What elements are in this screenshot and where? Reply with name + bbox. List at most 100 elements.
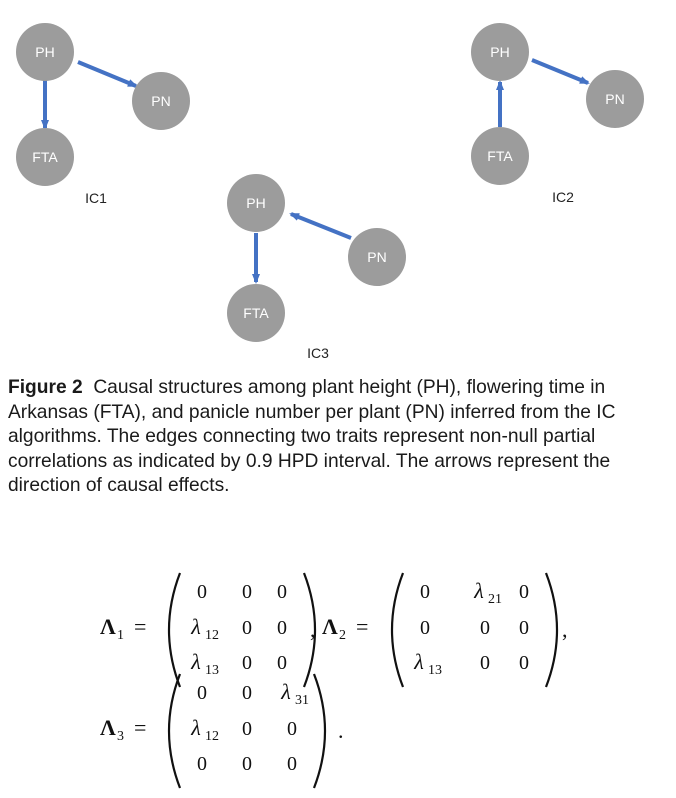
matrix-entry: 0	[277, 652, 287, 674]
matrix-entry: 0	[277, 617, 287, 639]
ic1-diagram: PH PN FTA IC1	[16, 23, 190, 206]
lambda-subscript: 13	[428, 663, 442, 678]
ic3-node-fta: FTA	[227, 284, 285, 342]
matrix-entry: 0	[480, 617, 490, 639]
ic3-label: IC3	[307, 345, 329, 361]
causal-diagrams: PH PN FTA IC1 PH PN FTA IC2	[16, 23, 644, 361]
ic1-node-fta: FTA	[16, 128, 74, 186]
lambda-matrix-symbol: Λ	[100, 614, 116, 639]
matrix-zero: 0	[242, 617, 252, 639]
matrix-entry: 0	[420, 581, 430, 603]
left-paren	[167, 673, 182, 789]
matrix-zero: 0	[277, 581, 287, 603]
matrix-zero: 0	[420, 581, 430, 603]
lambda-symbol: λ	[280, 679, 291, 704]
left-paren	[167, 572, 182, 688]
matrix-zero: 0	[277, 652, 287, 674]
matrix-zero: 0	[287, 718, 297, 740]
matrix-entry: λ 31	[280, 679, 309, 708]
node-label: PN	[367, 249, 386, 265]
matrix-entry: 0	[287, 718, 297, 740]
matrix-zero: 0	[242, 718, 252, 740]
ic1-node-pn: PN	[132, 72, 190, 130]
matrix-entry: 0	[242, 581, 252, 603]
matrix-zero: 0	[197, 682, 207, 704]
matrix-zero: 0	[519, 652, 529, 674]
lambda-symbol: λ	[473, 578, 484, 603]
matrix-entry: 0	[242, 652, 252, 674]
lambda-symbol: λ	[190, 715, 201, 740]
ic1-node-ph: PH	[16, 23, 74, 81]
matrix-zero: 0	[242, 652, 252, 674]
node-label: PH	[35, 44, 54, 60]
node-label: PH	[246, 195, 265, 211]
lambda-subscript: 31	[295, 693, 309, 708]
matrix-entry: λ 13	[190, 649, 219, 678]
matrix-entry: 0	[420, 617, 430, 639]
matrix-entry: 0	[242, 617, 252, 639]
matrix-entry: λ 12	[190, 715, 219, 744]
node-label: PH	[490, 44, 509, 60]
node-label: PN	[151, 93, 170, 109]
node-label: FTA	[487, 148, 513, 164]
lambda-matrix-subscript: 3	[117, 729, 124, 744]
matrix-zero: 0	[197, 753, 207, 775]
figure-caption: Figure 2 Causal structures among plant h…	[8, 376, 672, 499]
lambda-symbol: λ	[190, 614, 201, 639]
matrix-entry: 0	[277, 581, 287, 603]
matrix-zero: 0	[420, 617, 430, 639]
node-label: PN	[605, 91, 624, 107]
matrix-entry: 0	[519, 581, 529, 603]
matrix-zero: 0	[242, 581, 252, 603]
lambda-matrix-subscript: 1	[117, 628, 124, 643]
right-paren	[302, 572, 317, 688]
ic2-arrow-ph-to-pn	[531, 58, 590, 85]
equals-sign: =	[134, 715, 146, 740]
matrix-zero: 0	[480, 617, 490, 639]
ic3-node-pn: PN	[348, 228, 406, 286]
ic1-arrow-ph-to-pn	[77, 60, 138, 88]
ic2-label: IC2	[552, 189, 574, 205]
lambda-matrix-symbol: Λ	[322, 614, 338, 639]
right-paren	[312, 673, 327, 789]
matrix-entry: 0	[242, 718, 252, 740]
lambda-symbol: λ	[190, 649, 201, 674]
matrix-entry: λ 21	[473, 578, 502, 607]
ic3-node-ph: PH	[227, 174, 285, 232]
lambda-matrix-subscript: 2	[339, 628, 346, 643]
matrix-zero: 0	[519, 617, 529, 639]
matrix-entry: 0	[519, 617, 529, 639]
matrix-entry: 0	[480, 652, 490, 674]
ic3-diagram: PH PN FTA IC3	[227, 174, 406, 361]
lambda-symbol: λ	[413, 649, 424, 674]
ic3-arrow-pn-to-ph	[289, 212, 352, 240]
ic2-node-fta: FTA	[471, 127, 529, 185]
matrix-entry: 0	[242, 753, 252, 775]
ic1-label: IC1	[85, 190, 107, 206]
node-label: FTA	[243, 305, 269, 321]
caption-text: Causal structures among plant height (PH…	[8, 377, 616, 496]
ic2-diagram: PH PN FTA IC2	[471, 23, 644, 205]
figure-label: Figure 2	[8, 377, 83, 398]
matrix-zero: 0	[242, 682, 252, 704]
matrix-zero: 0	[242, 753, 252, 775]
matrix-zero: 0	[480, 652, 490, 674]
lambda-subscript: 12	[205, 729, 219, 744]
lambda-matrix-symbol: Λ	[100, 715, 116, 740]
punctuation: ,	[562, 617, 568, 642]
lambda-subscript: 13	[205, 663, 219, 678]
matrix-zero: 0	[277, 617, 287, 639]
matrix-zero: 0	[197, 581, 207, 603]
left-paren	[390, 572, 405, 688]
matrix-entry: 0	[519, 652, 529, 674]
punctuation: .	[338, 718, 344, 743]
matrix-zero: 0	[287, 753, 297, 775]
lambda-subscript: 21	[488, 592, 502, 607]
ic2-node-pn: PN	[586, 70, 644, 128]
matrix-entry: 0	[197, 753, 207, 775]
equals-sign: =	[134, 614, 146, 639]
node-label: FTA	[32, 149, 58, 165]
